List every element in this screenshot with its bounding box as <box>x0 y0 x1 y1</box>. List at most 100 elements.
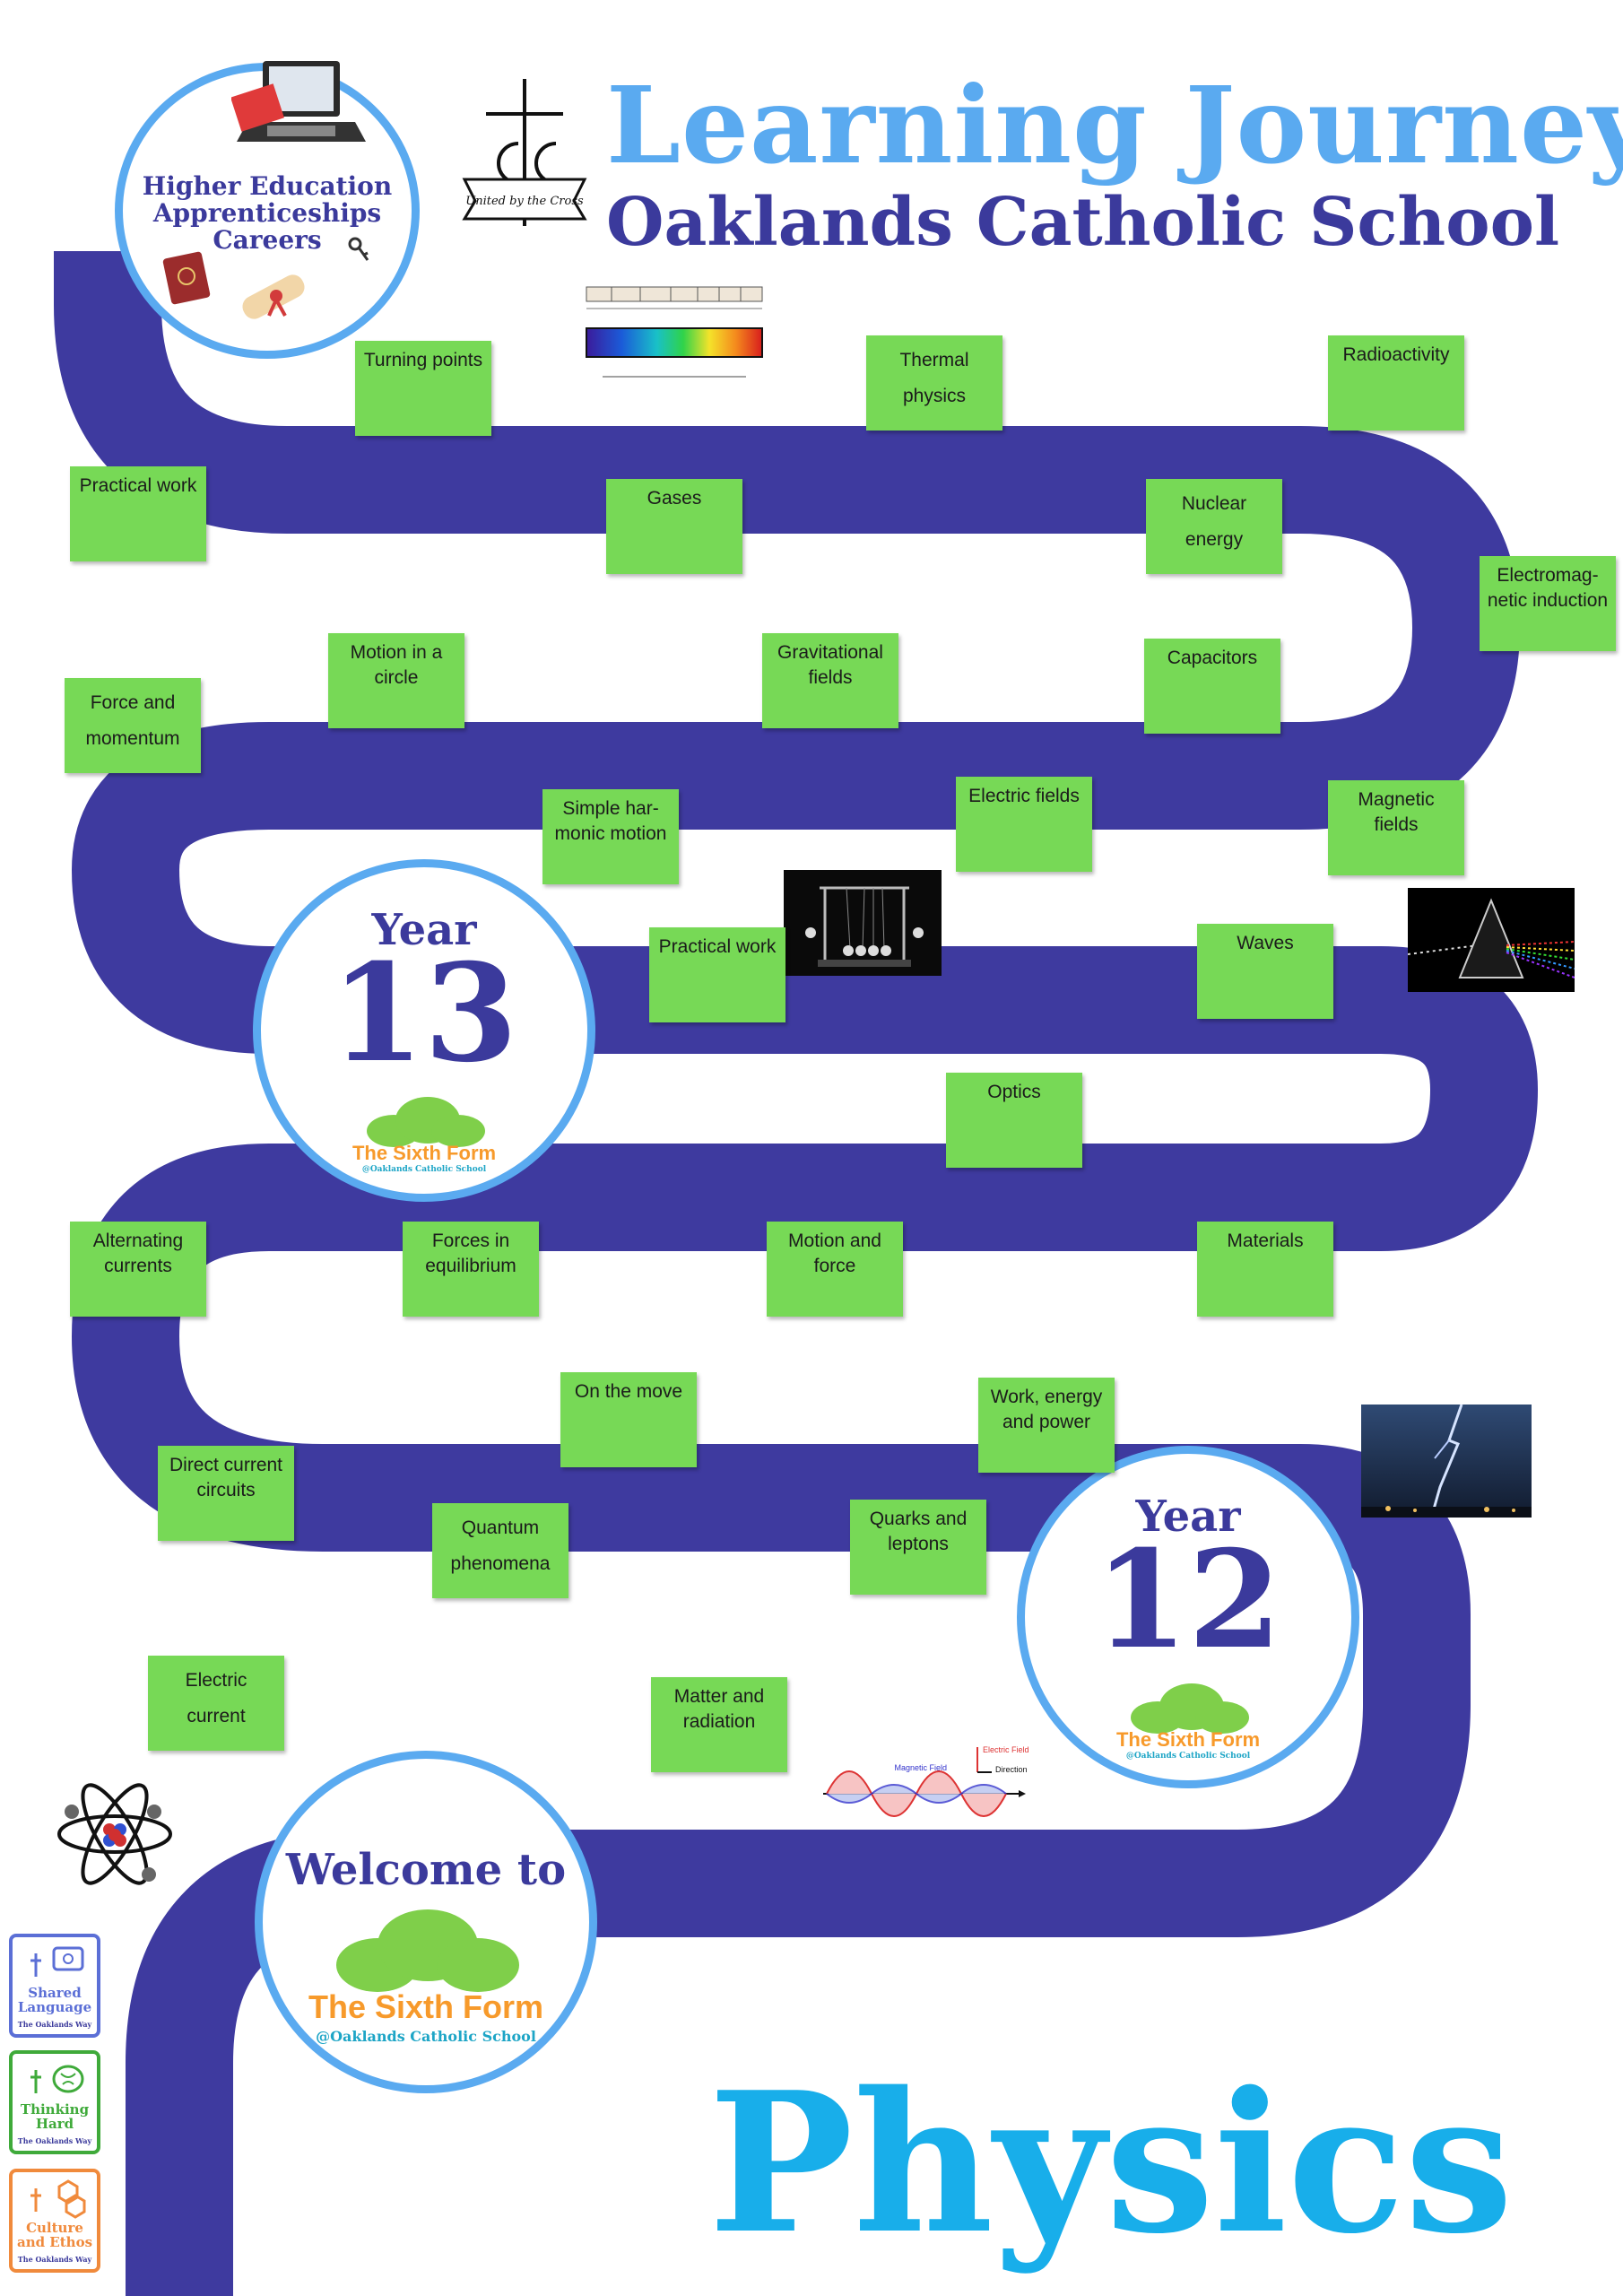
topic-text-line1: Simple har- <box>562 798 659 819</box>
badge-title-line2: Hard <box>35 2116 74 2132</box>
topic-capacitors: Capacitors <box>1144 639 1280 734</box>
topic-text-line1: Quarks and <box>869 1509 968 1529</box>
electric-field-label: Electric Field <box>983 1745 1029 1754</box>
keys-icon <box>348 237 369 261</box>
topic-quantum-phenomena: Quantum phenomena <box>432 1503 568 1598</box>
topic-text: Capacitors <box>1167 648 1258 668</box>
topic-text: Electric fields <box>968 786 1080 806</box>
topic-practical-work-y13: Practical work <box>70 466 206 561</box>
badge-title-line1: Culture <box>26 2220 83 2236</box>
lightning-image <box>1361 1405 1532 1518</box>
topic-text-line2: energy <box>1185 529 1244 550</box>
year-13-sixth-form-sub: @Oaklands Catholic School <box>361 1165 487 1174</box>
topic-text-line1: Gravitational <box>777 642 883 663</box>
badge-thinking-hard: Thinking Hard The Oaklands Way <box>9 2050 100 2154</box>
badge-culture-and-ethos: Culture and Ethos The Oaklands Way <box>9 2169 100 2273</box>
topic-text: Materials <box>1227 1231 1304 1251</box>
topic-text-line2: currents <box>104 1256 172 1276</box>
topic-text-line1: Nuclear <box>1181 493 1247 514</box>
page-title: Learning Journey <box>606 63 1623 187</box>
topic-quarks-and-leptons: Quarks and leptons <box>850 1500 986 1595</box>
topic-nuclear-energy: Nuclear energy <box>1146 479 1282 574</box>
year-13-sixth-form: The Sixth Form <box>352 1142 497 1164</box>
topic-electric-current: Electric current <box>148 1656 284 1751</box>
topic-text-line1: Motion in a <box>350 642 443 663</box>
year-13-circle: Year 13 The Sixth Form @Oaklands Catholi… <box>253 859 595 1202</box>
badge-title-line2: and Ethos <box>16 2234 93 2250</box>
sixth-form-tree-logo <box>336 1909 519 1992</box>
topic-text-line2: monic motion <box>554 823 667 844</box>
diploma-scroll-icon <box>242 274 305 319</box>
welcome-sixth-form: The Sixth Form <box>308 1988 544 2025</box>
topic-motion-and-force: Motion and force <box>767 1222 903 1317</box>
welcome-circle: Welcome to The Sixth Form @Oaklands Cath… <box>255 1751 597 2093</box>
topic-text-line1: Magnetic <box>1358 789 1435 810</box>
topic-text-line2: current <box>187 1706 246 1726</box>
topic-direct-current-circuits: Direct current circuits <box>158 1446 294 1541</box>
badge-title-line1: Thinking <box>20 2101 90 2118</box>
topic-electromagnetic-induction: Electromag- netic induction <box>1480 556 1616 651</box>
topic-text: Turning points <box>363 350 483 370</box>
prism-image <box>1408 888 1575 992</box>
electromagnetic-spectrum-image <box>586 286 763 378</box>
topic-text-line2: netic induction <box>1487 590 1609 611</box>
newtons-cradle-image <box>784 870 942 976</box>
passport-icon <box>162 251 211 305</box>
atom-icon <box>57 1783 172 1885</box>
topic-text: Practical work <box>79 475 197 496</box>
topic-thermal-physics: Thermal physics <box>866 335 1002 430</box>
badge-subtitle: The Oaklands Way <box>17 2255 92 2264</box>
topic-text-line2: circle <box>374 667 419 688</box>
topic-text: Radioactivity <box>1342 344 1450 365</box>
badge-subtitle: The Oaklands Way <box>17 2020 92 2029</box>
magnetic-field-label: Magnetic Field <box>894 1763 947 1772</box>
topic-on-the-move: On the move <box>560 1372 697 1467</box>
topic-text-line1: Thermal <box>899 350 969 370</box>
topic-waves: Waves <box>1197 924 1333 1019</box>
topic-text: Practical work <box>658 936 777 957</box>
topic-magnetic-fields: Magnetic fields <box>1328 780 1464 875</box>
topic-text-line2: fields <box>1374 814 1419 835</box>
topic-practical-work-y12: Practical work <box>649 927 785 1022</box>
topic-forces-in-equilibrium: Forces in equilibrium <box>403 1222 539 1317</box>
careers-line-higher-education: Higher Education <box>142 171 393 201</box>
topic-text-line1: Electromag- <box>1497 565 1599 586</box>
badge-title-line1: Shared <box>28 1985 82 2001</box>
year-12-sixth-form-sub: @Oaklands Catholic School <box>1125 1752 1251 1761</box>
sixth-form-tree-logo <box>1131 1683 1249 1734</box>
direction-label: Direction <box>995 1765 1028 1774</box>
speech-bubbles-icon <box>30 1946 84 1977</box>
hexagon-icon <box>30 2179 86 2219</box>
topic-text-line1: Force and <box>90 692 176 713</box>
year-13-label: Year <box>371 905 477 955</box>
year-12-circle: Year 12 The Sixth Form @Oaklands Catholi… <box>1017 1446 1359 1788</box>
topic-text-line2: radiation <box>682 1711 756 1732</box>
subject-title: Physics <box>708 2049 1514 2276</box>
topic-text-line1: Forces in <box>431 1231 510 1251</box>
topic-force-and-momentum: Force and momentum <box>65 678 201 773</box>
topic-simple-harmonic-motion: Simple har- monic motion <box>542 789 679 884</box>
badge-title-line2: Language <box>17 1999 92 2015</box>
topic-text-line2: momentum <box>85 728 180 749</box>
school-crest-logo: United by the Cross <box>462 79 587 226</box>
topic-text-line2: phenomena <box>450 1553 551 1574</box>
topic-text: Gases <box>647 488 702 509</box>
topic-work-energy-power: Work, energy and power <box>978 1378 1115 1473</box>
topic-electric-fields: Electric fields <box>956 777 1092 872</box>
sixth-form-tree-logo <box>367 1097 485 1147</box>
topic-text: Optics <box>987 1082 1041 1102</box>
welcome-label: Welcome to <box>285 1845 567 1895</box>
topic-text-line2: fields <box>808 667 853 688</box>
topic-text-line1: Matter and <box>673 1686 765 1707</box>
badge-subtitle: The Oaklands Way <box>17 2136 92 2145</box>
topic-materials: Materials <box>1197 1222 1333 1317</box>
topic-text-line2: physics <box>902 386 967 406</box>
year-12-number: 12 <box>1094 1521 1282 1679</box>
topic-text-line1: Quantum <box>461 1518 540 1538</box>
topic-motion-in-a-circle: Motion in a circle <box>328 633 464 728</box>
careers-line-careers: Careers <box>213 225 322 255</box>
topic-text-line1: Electric <box>185 1670 247 1691</box>
topic-text: Waves <box>1237 933 1294 953</box>
topic-gravitational-fields: Gravitational fields <box>762 633 898 728</box>
